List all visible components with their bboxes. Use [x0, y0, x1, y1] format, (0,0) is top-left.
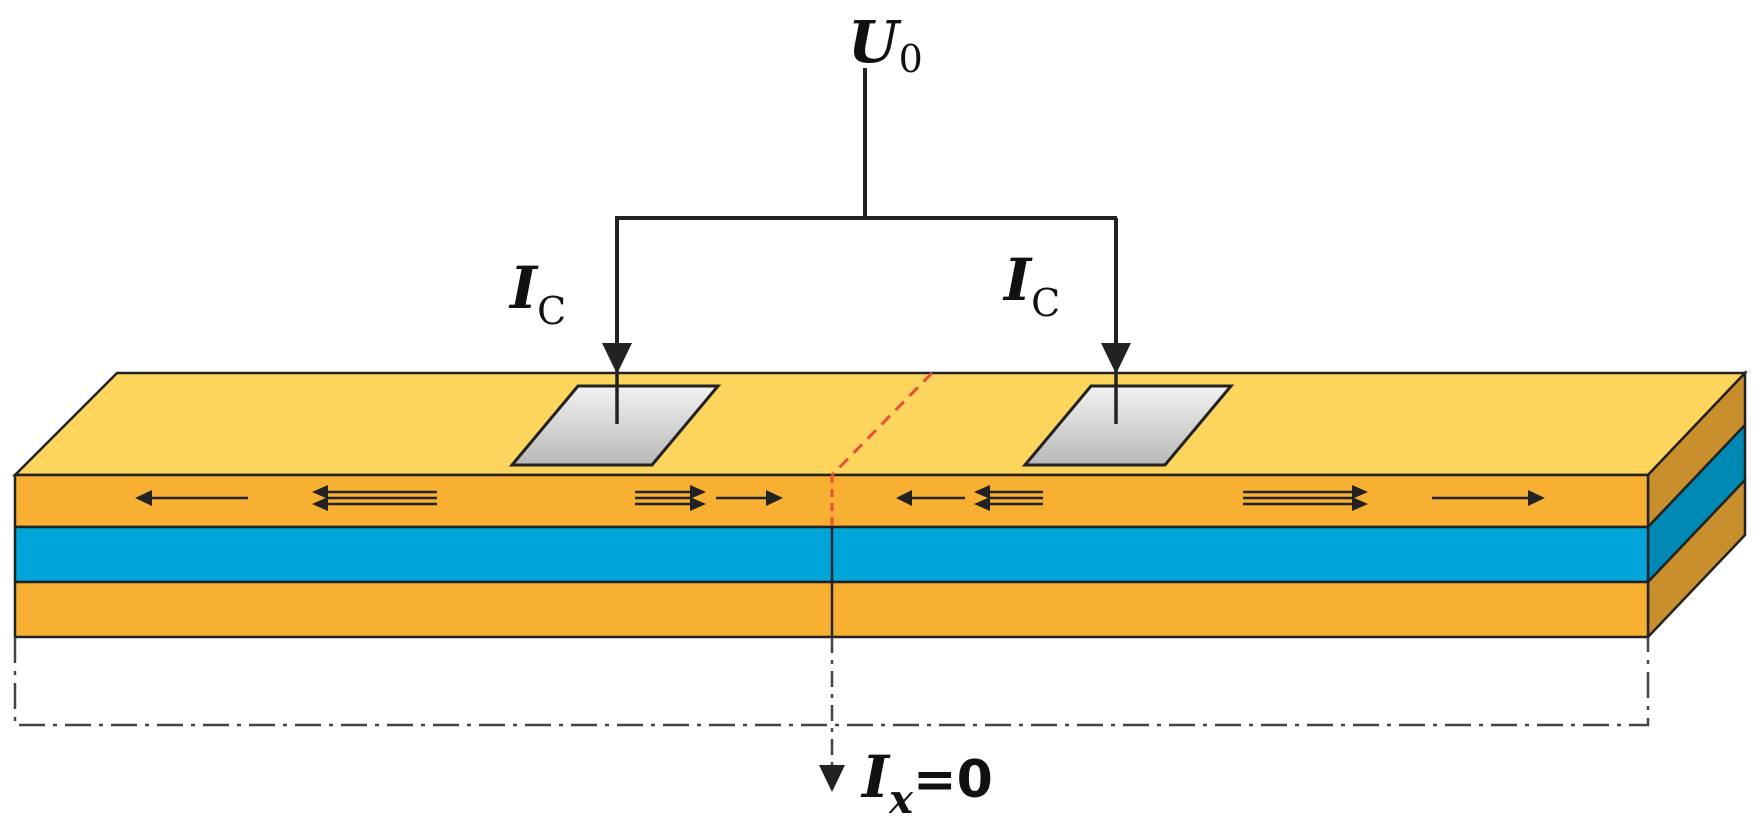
measurement-loop — [13, 637, 1650, 727]
arrow-down-icon — [1101, 343, 1131, 374]
output-current-label: Ix=0 — [860, 743, 993, 823]
contact-pad-left — [508, 384, 722, 467]
double-arrow-right-icon — [1243, 485, 1368, 511]
strip-top-face — [11, 371, 1748, 477]
center-divider-top — [830, 371, 934, 477]
current-label-left: IC — [508, 254, 566, 333]
voltage-label: U0 — [848, 8, 923, 81]
arrow-down-icon — [602, 343, 632, 374]
arrow-left-icon — [135, 490, 248, 506]
arrow-left-icon — [896, 490, 965, 506]
double-arrow-right-icon — [635, 485, 706, 511]
arrow-down-icon — [819, 765, 845, 792]
double-arrow-left-icon — [312, 485, 437, 511]
double-arrow-left-icon — [974, 485, 1043, 511]
arrow-right-icon — [1432, 490, 1545, 506]
current-label-right: IC — [1002, 246, 1060, 325]
arrow-right-icon — [716, 490, 783, 506]
contact-pad-right — [1021, 384, 1235, 467]
